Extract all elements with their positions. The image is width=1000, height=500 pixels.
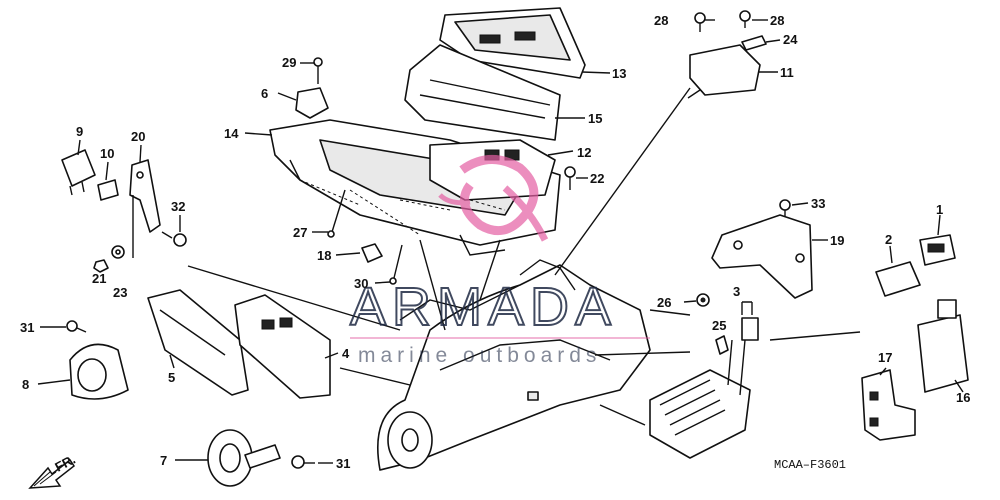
part-ecu-4	[234, 294, 331, 399]
screw-28-right	[739, 10, 751, 28]
callout-9: 9	[76, 124, 83, 139]
callout-11: 11	[780, 65, 794, 80]
callout-labels: 1 2 3 4 5 6 7 8 9 10 11 12 13 14 15 16 1…	[20, 13, 970, 471]
callout-31a: 31	[20, 320, 34, 335]
screw-28-left	[694, 12, 706, 32]
bolt-32	[161, 231, 187, 247]
callout-28a: 28	[654, 13, 668, 28]
callout-2: 2	[885, 232, 892, 247]
part-cover-15	[404, 44, 561, 141]
part-cover-5	[147, 289, 249, 396]
watermark-tagline: marine outboards	[358, 344, 601, 367]
front-direction-arrow-icon	[28, 458, 76, 489]
callout-14: 14	[224, 126, 239, 141]
bolt-29	[313, 57, 323, 84]
callout-32: 32	[171, 199, 185, 214]
part-block-10	[97, 179, 119, 201]
callout-20: 20	[131, 129, 145, 144]
callout-3: 3	[733, 284, 740, 299]
callout-31b: 31	[336, 456, 350, 471]
bolt-31-lower	[291, 455, 315, 469]
callout-19: 19	[830, 233, 844, 248]
callout-23: 23	[113, 285, 127, 300]
part-horn-8	[69, 343, 129, 400]
callout-10: 10	[100, 146, 114, 161]
part-horn-7	[207, 429, 281, 487]
watermark-brand: ARMADA	[350, 277, 617, 337]
clip-18	[361, 243, 383, 263]
watermark-logo-icon	[438, 155, 549, 242]
callout-21: 21	[92, 271, 106, 286]
callout-26: 26	[657, 295, 671, 310]
part-connector-1	[919, 234, 956, 266]
part-regulator	[649, 317, 759, 459]
bolt-30	[389, 244, 403, 285]
part-bracket-6	[295, 87, 329, 119]
callout-28b: 28	[770, 13, 784, 28]
watermark: ARMADA marine outboards	[349, 155, 650, 367]
part-holder-17	[861, 369, 916, 441]
bolt-26	[696, 293, 710, 307]
callout-1: 1	[936, 202, 943, 217]
callout-6: 6	[261, 86, 268, 101]
callout-24: 24	[783, 32, 798, 47]
washer-23	[111, 245, 125, 259]
callout-16: 16	[956, 390, 970, 405]
callout-22: 22	[590, 171, 604, 186]
nut-21	[93, 259, 109, 273]
callout-33: 33	[811, 196, 825, 211]
diagram-code: MCAA–F3601	[774, 458, 846, 472]
callout-25: 25	[712, 318, 726, 333]
callout-27: 27	[293, 225, 307, 240]
callout-7: 7	[160, 453, 167, 468]
bolt-27	[327, 189, 346, 238]
part-connector-2	[875, 261, 921, 297]
bolt-22	[564, 166, 576, 190]
part-stay-20	[129, 159, 161, 233]
callout-8: 8	[22, 377, 29, 392]
callout-13: 13	[612, 66, 626, 81]
callout-4: 4	[342, 346, 350, 361]
callout-29: 29	[282, 55, 296, 70]
part-relay-9	[61, 149, 96, 196]
callout-18: 18	[317, 248, 331, 263]
callout-17: 17	[878, 350, 892, 365]
callout-15: 15	[588, 111, 602, 126]
part-bracket-19	[711, 214, 813, 299]
callout-12: 12	[577, 145, 591, 160]
part-connector-24	[741, 35, 767, 51]
motorcycle-outline	[377, 259, 651, 471]
leader-lines	[37, 19, 964, 464]
bolt-31-upper	[66, 320, 87, 333]
part-unit-16	[917, 299, 969, 393]
callout-5: 5	[168, 370, 175, 385]
part-unit-11	[687, 44, 761, 99]
clip-25	[715, 335, 729, 355]
callout-30: 30	[354, 276, 368, 291]
